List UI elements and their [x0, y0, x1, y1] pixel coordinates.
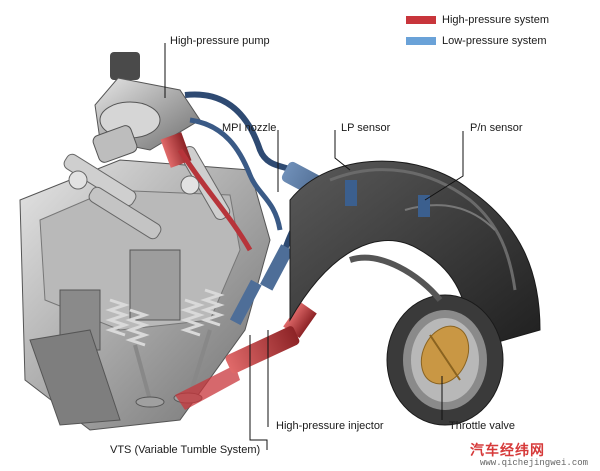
- pn-sensor: [418, 195, 430, 217]
- leader-lines: [164, 43, 464, 450]
- high-pressure-line: [177, 148, 317, 374]
- low-pressure-legend-label: Low-pressure system: [442, 35, 547, 47]
- high-pressure-swatch: [406, 16, 436, 24]
- label-mpi-nozzle: MPI nozzle: [222, 122, 277, 134]
- intake-manifold: [289, 160, 541, 426]
- watermark-brand: 汽车经纬网: [470, 442, 545, 458]
- label-lp-sensor: LP sensor: [341, 122, 391, 134]
- fuel-spray: [175, 365, 240, 410]
- low-pressure-swatch: [406, 37, 436, 45]
- throttle-valve: [420, 325, 470, 385]
- legend-high-pressure: High-pressure system: [406, 14, 549, 26]
- legend-low-pressure: Low-pressure system: [406, 35, 547, 47]
- cylinder-head: [19, 159, 271, 431]
- label-pn-sensor: P/n sensor: [470, 122, 523, 134]
- high-pressure-legend-label: High-pressure system: [442, 14, 549, 26]
- watermark-url: www.qichejingwei.com: [480, 458, 589, 468]
- label-vts: VTS (Variable Tumble System): [110, 444, 261, 456]
- label-high-pressure-injector: High-pressure injector: [276, 420, 384, 432]
- label-high-pressure-pump: High-pressure pump: [170, 35, 270, 47]
- high-pressure-pump: [92, 52, 201, 168]
- label-throttle-valve: Throttle valve: [449, 420, 516, 432]
- lp-sensor: [345, 180, 357, 206]
